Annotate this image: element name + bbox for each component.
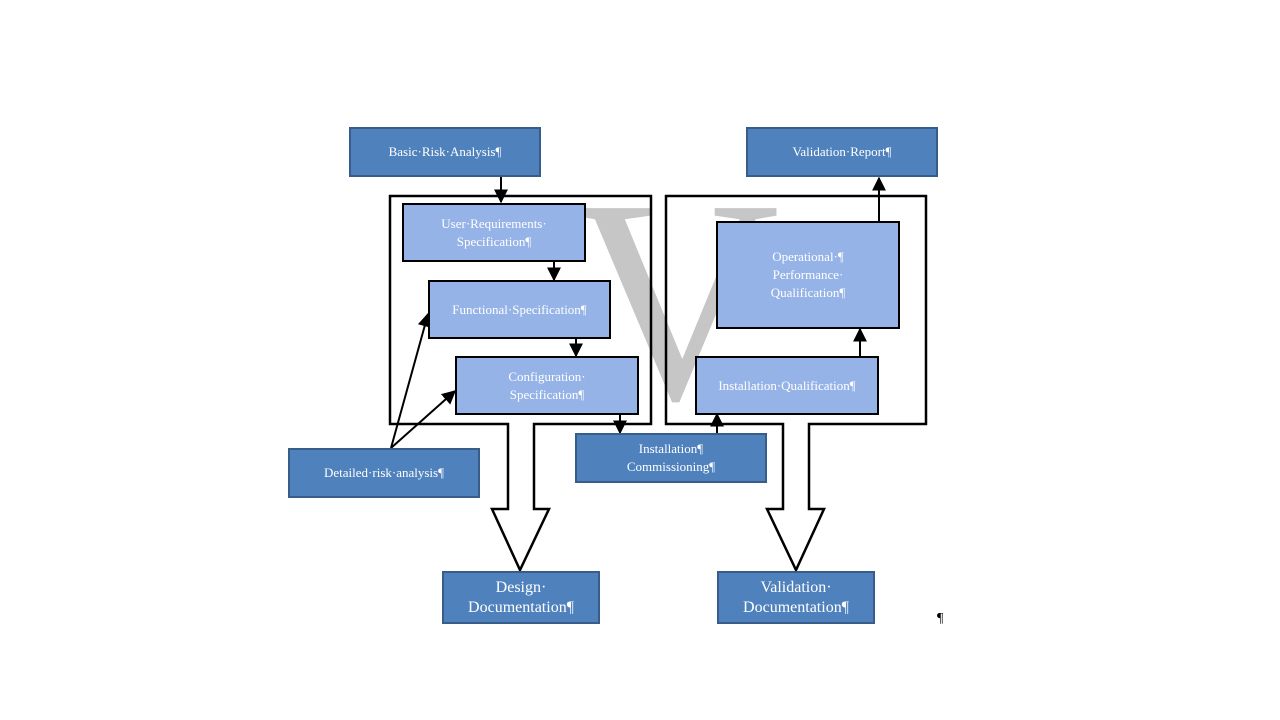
validation-report-label: Validation·Report¶ bbox=[792, 144, 892, 159]
design-documentation-label: Design· Documentation¶ bbox=[468, 578, 574, 616]
functional-specification-label: Functional·Specification¶ bbox=[452, 301, 587, 317]
functional-specification-box: Functional·Specification¶ bbox=[428, 280, 611, 339]
basic-risk-analysis-box: Basic·Risk·Analysis¶ bbox=[349, 127, 541, 177]
installation-qualification-label: Installation·Qualification¶ bbox=[718, 377, 856, 393]
validation-documentation-box: Validation· Documentation¶ bbox=[717, 571, 875, 624]
pilcrow-mark: ¶ bbox=[937, 611, 944, 626]
configuration-specification-label: Configuration· Specification¶ bbox=[508, 368, 586, 402]
installation-commissioning-box: Installation¶ Commissioning¶ bbox=[575, 433, 767, 483]
basic-risk-analysis-label: Basic·Risk·Analysis¶ bbox=[388, 144, 502, 159]
user-requirements-label: User·Requirements· Specification¶ bbox=[441, 215, 547, 249]
right-frame-arrow bbox=[664, 194, 928, 573]
operational-performance-qualification-label: Operational·¶ Performance· Qualification… bbox=[770, 249, 846, 300]
operational-performance-qualification-box: Operational·¶ Performance· Qualification… bbox=[716, 221, 900, 329]
left-frame-arrow bbox=[388, 194, 653, 573]
configuration-specification-box: Configuration· Specification¶ bbox=[455, 356, 639, 415]
arrow-detailed-to-cs bbox=[390, 390, 457, 449]
installation-qualification-box: Installation·Qualification¶ bbox=[695, 356, 879, 415]
detailed-risk-analysis-label: Detailed·risk·analysis¶ bbox=[324, 465, 444, 480]
installation-commissioning-label: Installation¶ Commissioning¶ bbox=[626, 441, 716, 474]
detailed-risk-analysis-box: Detailed·risk·analysis¶ bbox=[288, 448, 480, 498]
design-documentation-box: Design· Documentation¶ bbox=[442, 571, 600, 624]
validation-report-box: Validation·Report¶ bbox=[746, 127, 938, 177]
user-requirements-box: User·Requirements· Specification¶ bbox=[402, 203, 586, 262]
arrow-detailed-to-fs bbox=[390, 312, 432, 449]
validation-documentation-label: Validation· Documentation¶ bbox=[743, 578, 849, 616]
